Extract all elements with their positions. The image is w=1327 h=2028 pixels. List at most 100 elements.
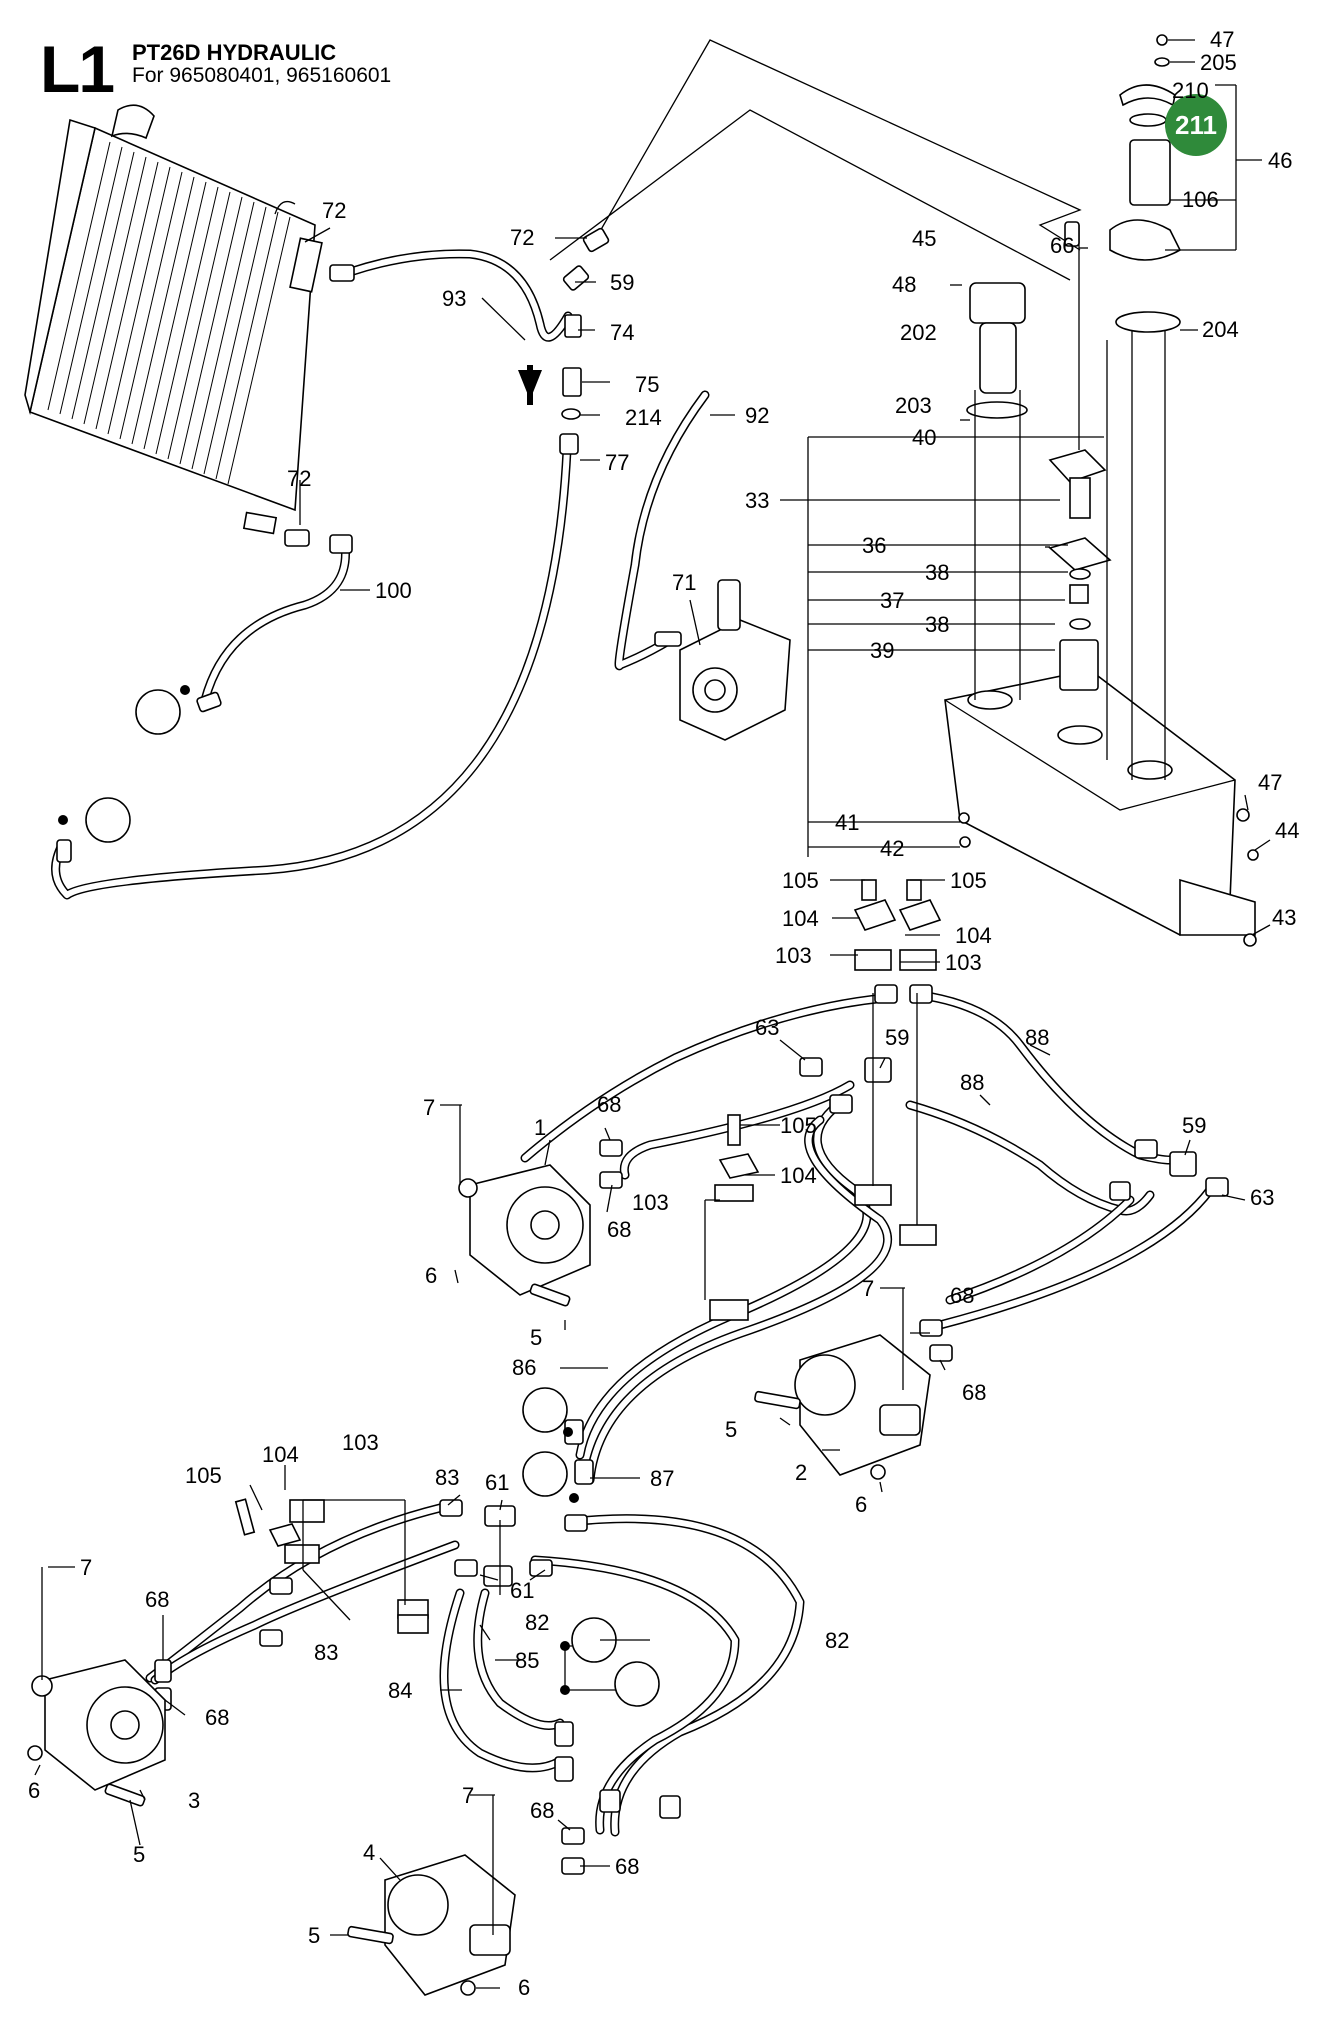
callout-74: 74 [610, 320, 634, 345]
callout-72-top: 72 [322, 198, 346, 223]
callout-7-b: 7 [862, 1276, 874, 1301]
highlight-circle [1165, 94, 1227, 156]
callout-83-bottom: 83 [314, 1640, 338, 1665]
callout-2: 2 [795, 1460, 807, 1485]
callout-45: 45 [912, 226, 936, 251]
callout-104-bottom: 104 [262, 1442, 299, 1467]
callout-82-left: 82 [525, 1610, 549, 1635]
reference-circles [58, 685, 660, 1707]
callout-202: 202 [900, 320, 937, 345]
callout-43: 43 [1272, 905, 1296, 930]
callout-38-lower: 38 [925, 612, 949, 637]
callout-7-d: 7 [462, 1783, 474, 1808]
callout-85: 85 [515, 1648, 539, 1673]
oil-cooler [24, 104, 323, 535]
callout-37: 37 [880, 588, 904, 613]
callout-105-left: 105 [782, 868, 819, 893]
callout-59-top: 59 [610, 270, 634, 295]
pump-1 [458, 1105, 591, 1307]
callout-38-upper: 38 [925, 560, 949, 585]
bottom-bracket-lines [302, 1499, 406, 1621]
callout-44: 44 [1275, 818, 1299, 843]
callout-5-c: 5 [133, 1842, 145, 1867]
callout-103-right: 103 [945, 950, 982, 975]
callout-68-d: 68 [962, 1380, 986, 1405]
callout-68-h: 68 [615, 1854, 639, 1879]
callout-204: 204 [1202, 317, 1239, 342]
callout-104-left: 104 [782, 906, 819, 931]
callout-68-g: 68 [530, 1798, 554, 1823]
middle-bracket-lines [704, 993, 918, 1300]
callout-39: 39 [870, 638, 894, 663]
part-211-highlight[interactable]: 211 [1165, 94, 1227, 156]
callout-203: 203 [895, 393, 932, 418]
hose-93 [345, 249, 573, 342]
callout-214: 214 [625, 405, 662, 430]
callout-42: 42 [880, 836, 904, 861]
callout-36: 36 [862, 533, 886, 558]
callout-59-middle: 59 [885, 1025, 909, 1050]
callout-40: 40 [912, 425, 936, 450]
hose-77 [51, 445, 572, 900]
callout-68-a: 68 [597, 1092, 621, 1117]
pump-4 [347, 1795, 516, 1996]
callout-6-a: 6 [425, 1263, 437, 1288]
callout-103-bottom: 103 [342, 1430, 379, 1455]
callout-63-top: 63 [755, 1015, 779, 1040]
tank-line-a [594, 39, 1082, 251]
tank-line-b [549, 109, 1071, 281]
callout-103-left: 103 [775, 943, 812, 968]
callout-72-right: 72 [510, 225, 534, 250]
callout-83-top: 83 [435, 1465, 459, 1490]
callout-87: 87 [650, 1466, 674, 1491]
callout-88-right: 88 [1025, 1025, 1049, 1050]
callout-103-middle: 103 [632, 1190, 669, 1215]
callout-93: 93 [442, 286, 466, 311]
callout-41: 41 [835, 810, 859, 835]
highlight-label: 211 [1175, 110, 1217, 140]
callout-3: 3 [188, 1788, 200, 1813]
callout-205: 205 [1200, 50, 1237, 75]
hoses-middle [520, 990, 1215, 1485]
leader-lines [34, 39, 1271, 1989]
callout-1: 1 [534, 1115, 546, 1140]
bracket-33 [780, 436, 1104, 857]
callout-210: 210 [1172, 78, 1209, 103]
callout-7-c: 7 [80, 1555, 92, 1580]
callout-68-f: 68 [205, 1705, 229, 1730]
callout-63-right: 63 [1250, 1185, 1274, 1210]
hoses-bottom [145, 1503, 805, 1837]
callout-104-right: 104 [955, 923, 992, 948]
hose-100 [200, 540, 350, 705]
callout-46: 46 [1268, 148, 1292, 173]
tank-filter-stack [958, 34, 1259, 947]
callout-48: 48 [892, 272, 916, 297]
callout-71: 71 [672, 570, 696, 595]
callout-6-c: 6 [28, 1778, 40, 1803]
callout-5-b: 5 [725, 1417, 737, 1442]
callout-5-a: 5 [530, 1325, 542, 1350]
callout-104-middle: 104 [780, 1163, 817, 1188]
pump-2 [754, 1288, 931, 1480]
bracket-46 [1165, 84, 1262, 251]
page-subtitle: For 965080401, 965160601 [132, 64, 392, 87]
callout-61-top: 61 [485, 1470, 509, 1495]
callout-106: 106 [1182, 187, 1219, 212]
callout-75: 75 [635, 372, 659, 397]
fittings-middle [564, 879, 1229, 1485]
callout-92: 92 [745, 403, 769, 428]
callout-100: 100 [375, 578, 412, 603]
hose-92 [614, 390, 710, 671]
callout-86: 86 [512, 1355, 536, 1380]
callout-59-right: 59 [1182, 1113, 1206, 1138]
callout-5-d: 5 [308, 1923, 320, 1948]
pump-3 [27, 1567, 166, 1807]
callout-66: 66 [1050, 233, 1074, 258]
hydraulic-tank [944, 669, 1256, 936]
motor-71 [654, 579, 791, 741]
callout-105-middle: 105 [780, 1113, 817, 1138]
callout-61-bottom: 61 [510, 1578, 534, 1603]
callout-68-b: 68 [607, 1217, 631, 1242]
fittings-72-59 [56, 227, 610, 863]
